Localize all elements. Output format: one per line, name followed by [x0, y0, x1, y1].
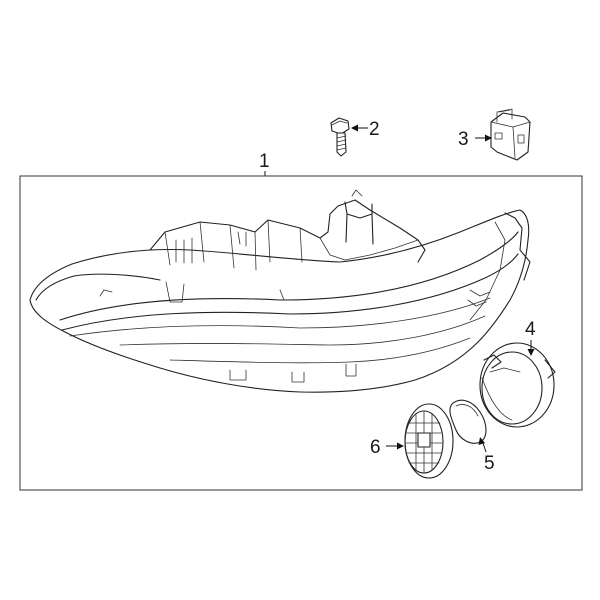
callout-3-label: 3: [458, 129, 469, 150]
callout-2-arrowhead: [351, 124, 358, 132]
callout-5-arrowhead: [478, 437, 485, 445]
callout-5-label: 5: [484, 453, 495, 474]
headlamp-assembly-frame: [19, 175, 583, 491]
bolt-part-2: [330, 117, 350, 157]
callout-4-arrowhead: [527, 349, 535, 356]
bracket-part-3: [490, 108, 531, 161]
callout-5-leader: [482, 442, 487, 453]
callout-3-arrowhead: [485, 134, 492, 142]
headlamp-housing: [29, 189, 531, 393]
socket-ring-part-4: [479, 342, 556, 428]
cover-part-6: [404, 403, 454, 479]
callout-4-label: 4: [525, 319, 536, 340]
callout-2-label: 2: [369, 119, 380, 140]
callout-1-label: 1: [259, 151, 270, 172]
callout-6-label: 6: [370, 437, 381, 458]
seal-part-5: [449, 399, 487, 444]
callout-6-arrowhead: [397, 442, 404, 450]
